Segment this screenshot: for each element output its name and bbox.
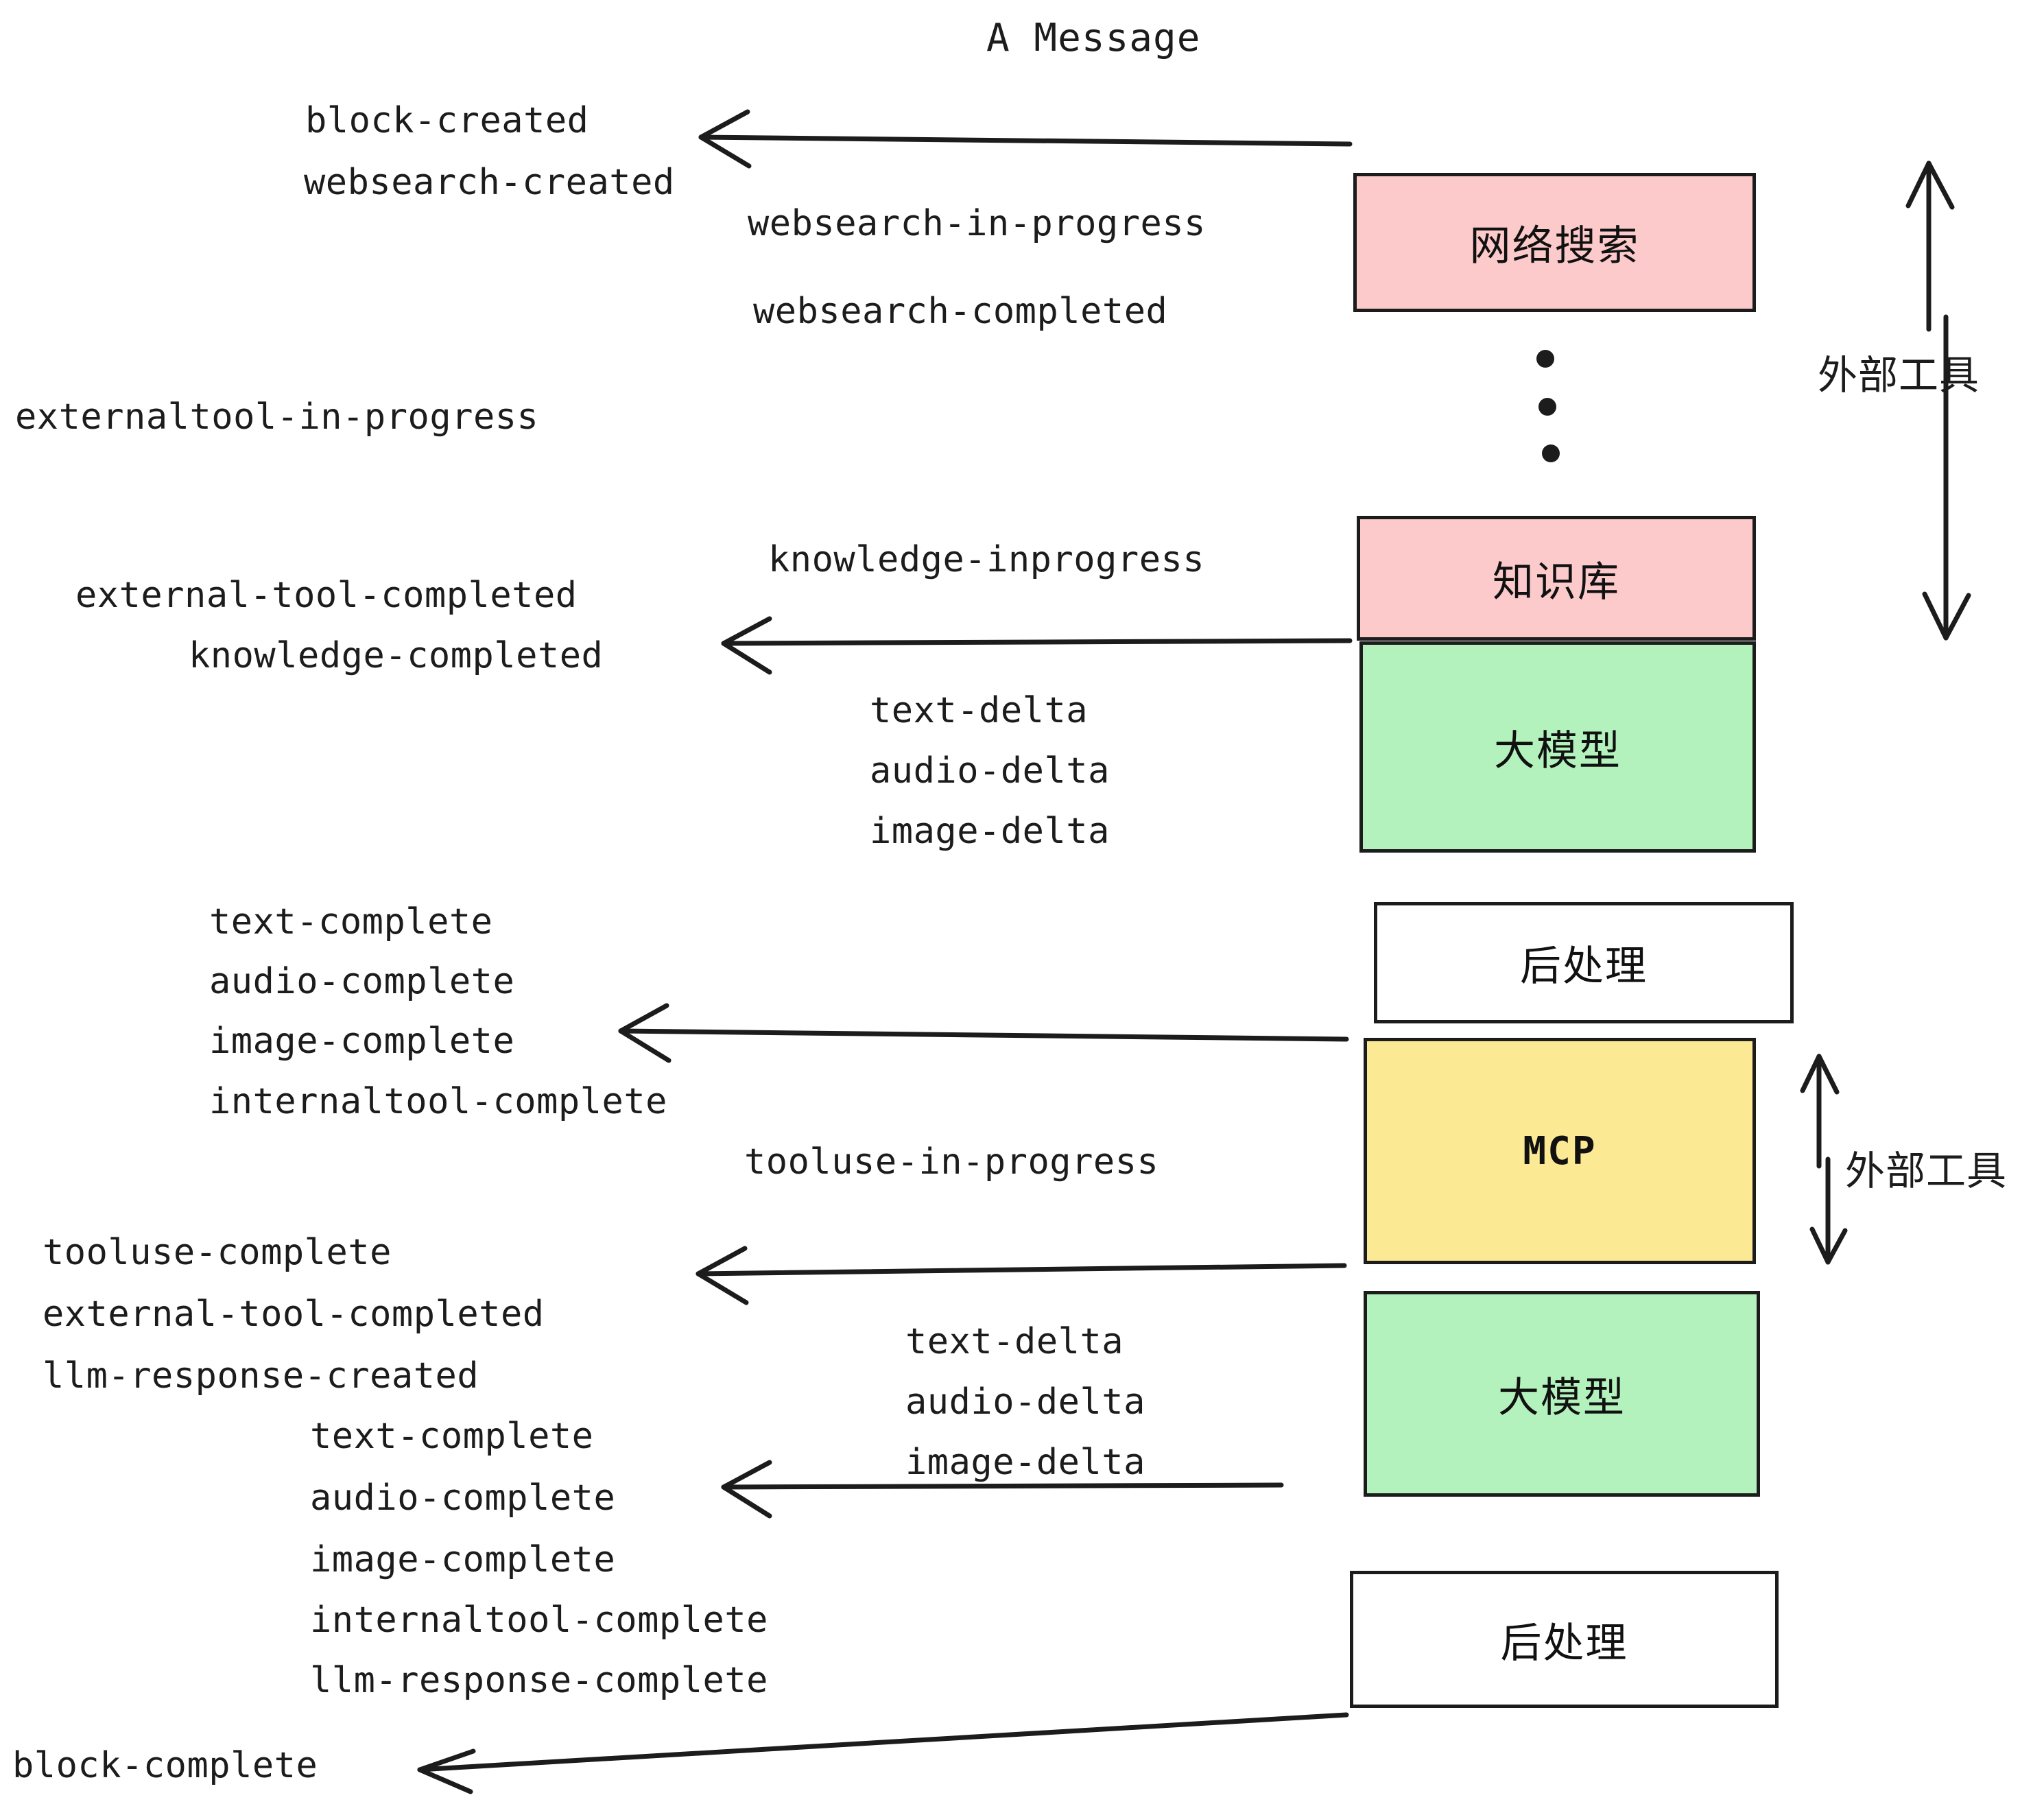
node-postprocess-2[interactable]: 后处理 <box>1350 1571 1779 1708</box>
event-label-external-tool-completed-2: external-tool-completed <box>43 1294 545 1335</box>
arrow-post1-to-image-complete <box>618 1003 1349 1063</box>
node-postprocess-1-label: 后处理 <box>1520 942 1648 990</box>
event-label-knowledge-completed: knowledge-completed <box>189 635 604 676</box>
node-mcp[interactable]: MCP <box>1364 1038 1756 1264</box>
event-label-image-delta-1: image-delta <box>870 811 1110 852</box>
event-label-audio-delta-2: audio-delta <box>905 1381 1145 1423</box>
event-label-image-complete-2: image-complete <box>310 1539 616 1580</box>
event-label-websearch-created: websearch-created <box>304 162 675 203</box>
node-knowledge-label: 知识库 <box>1493 558 1620 606</box>
node-llm-2[interactable]: 大模型 <box>1364 1291 1760 1497</box>
node-websearch-label: 网络搜索 <box>1469 222 1640 270</box>
event-label-block-created: block-created <box>305 100 589 141</box>
node-llm-1[interactable]: 大模型 <box>1359 641 1756 853</box>
event-label-image-delta-2: image-delta <box>905 1442 1145 1483</box>
node-postprocess-1[interactable]: 后处理 <box>1374 902 1794 1023</box>
arrow-knowledge-to-completed <box>721 616 1353 675</box>
event-label-externaltool-in-progress: externaltool-in-progress <box>15 396 539 438</box>
page-title: A Message <box>986 16 1201 60</box>
node-postprocess-2-label: 后处理 <box>1500 1619 1628 1667</box>
event-label-internaltool-complete-1: internaltool-complete <box>209 1081 667 1122</box>
event-label-llm-response-created: llm-response-created <box>43 1355 479 1397</box>
event-label-websearch-in-progress: websearch-in-progress <box>748 203 1206 244</box>
arrow-external-tool-top-up <box>1905 161 1955 332</box>
node-llm-1-label: 大模型 <box>1494 726 1621 775</box>
node-mcp-label: MCP <box>1523 1128 1597 1174</box>
event-label-text-complete-2: text-complete <box>310 1416 594 1457</box>
arrow-mcp-to-tooluse-complete <box>696 1246 1347 1305</box>
event-label-text-delta-2: text-delta <box>905 1321 1124 1362</box>
node-llm-2-label: 大模型 <box>1498 1373 1626 1422</box>
ellipsis-dot-1 <box>1536 350 1554 368</box>
arrow-websearch-to-created <box>698 109 1353 169</box>
event-label-tooluse-complete: tooluse-complete <box>43 1232 392 1273</box>
event-label-llm-response-complete: llm-response-complete <box>310 1660 768 1701</box>
event-label-audio-complete-1: audio-complete <box>209 961 515 1002</box>
event-label-external-tool-completed-1: external-tool-completed <box>75 575 578 616</box>
event-label-audio-complete-2: audio-complete <box>310 1477 616 1519</box>
ellipsis-dot-3 <box>1542 444 1560 462</box>
event-label-websearch-completed: websearch-completed <box>753 291 1168 332</box>
event-label-audio-delta-1: audio-delta <box>870 750 1110 792</box>
event-label-knowledge-inprogress: knowledge-inprogress <box>768 539 1205 580</box>
event-label-image-complete-1: image-complete <box>209 1021 515 1062</box>
event-label-tooluse-in-progress: tooluse-in-progress <box>744 1141 1159 1183</box>
event-label-text-delta-1: text-delta <box>870 690 1089 731</box>
node-knowledge[interactable]: 知识库 <box>1357 516 1756 641</box>
event-label-internaltool-complete-2: internaltool-complete <box>310 1600 768 1641</box>
ellipsis-dot-2 <box>1538 398 1556 416</box>
side-label-external-tool-bottom: 外部工具 <box>1845 1148 2008 1194</box>
arrow-external-tool-bottom-up <box>1800 1054 1840 1169</box>
node-websearch[interactable]: 网络搜索 <box>1353 173 1756 312</box>
event-label-text-complete-1: text-complete <box>209 901 493 942</box>
event-label-block-complete: block-complete <box>12 1745 318 1786</box>
arrow-external-tool-bottom-down <box>1809 1156 1848 1265</box>
side-label-external-tool-top: 外部工具 <box>1818 352 1980 399</box>
arrow-post2-to-block-complete <box>417 1712 1349 1794</box>
